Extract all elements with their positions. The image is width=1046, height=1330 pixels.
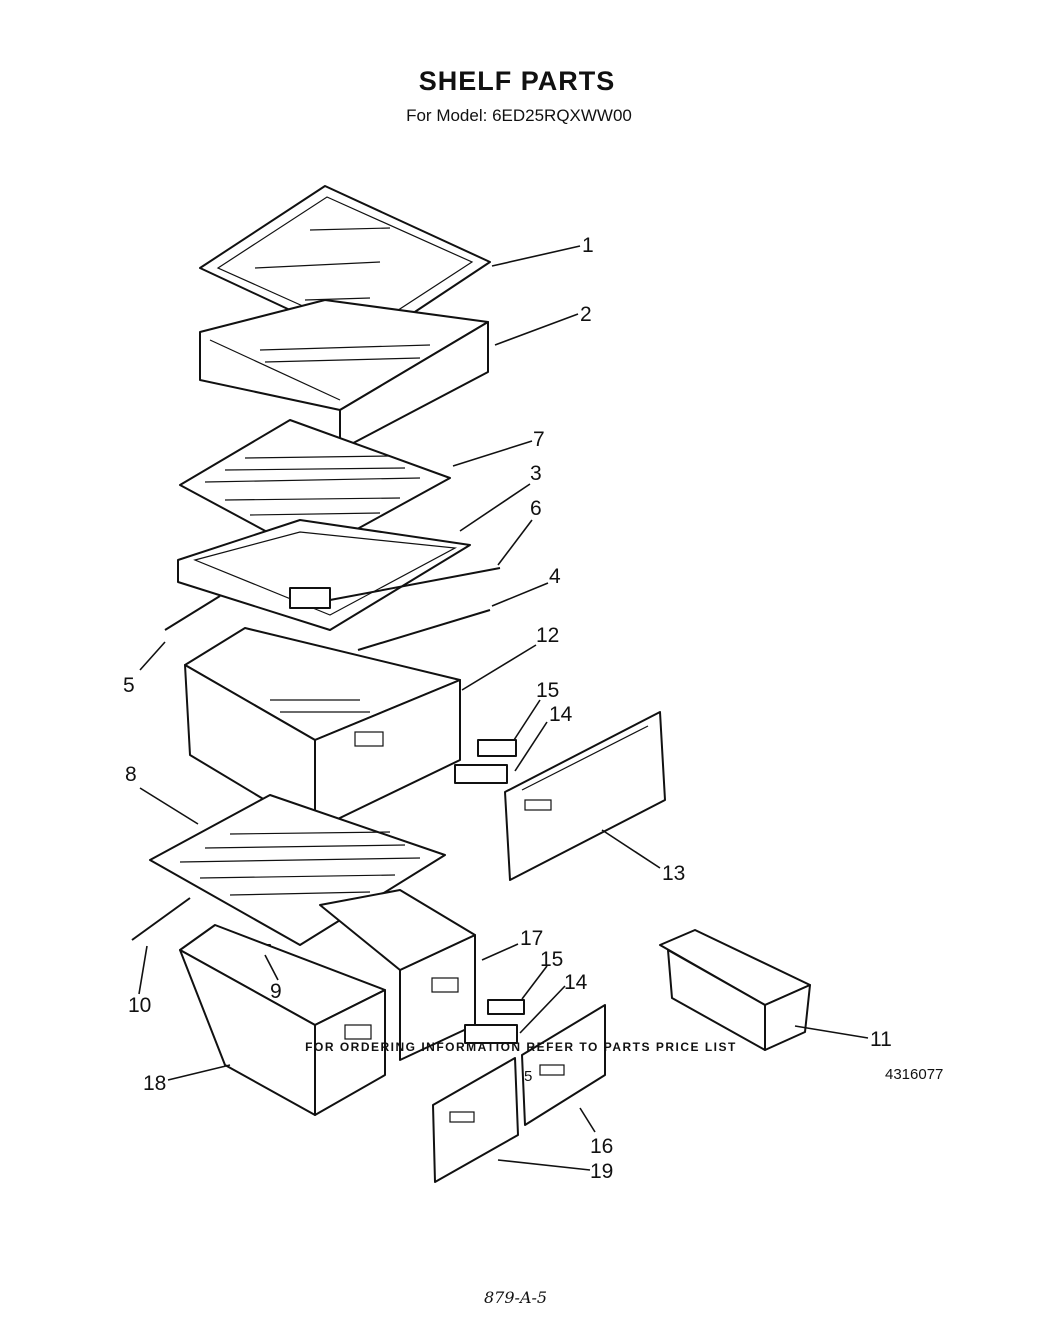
callout-7: 7 <box>533 428 545 451</box>
callout-18: 18 <box>143 1072 166 1095</box>
document-number: 4316077 <box>885 1066 944 1083</box>
page-number: 5 <box>524 1068 533 1085</box>
model-subtitle: For Model: 6ED25RQXWW00 <box>406 106 632 125</box>
callout-13: 13 <box>662 862 685 885</box>
part-crisper-cover <box>199 299 489 451</box>
callout-17: 17 <box>520 927 543 950</box>
handwritten-code: 879-A-5 <box>484 1288 548 1307</box>
part-dairy-bin <box>659 929 811 1051</box>
callout-2: 2 <box>580 303 592 326</box>
callout-8: 8 <box>125 763 137 786</box>
part-rail-6 <box>329 567 501 601</box>
callout-12: 12 <box>536 624 559 647</box>
callout-4: 4 <box>549 565 561 588</box>
part-bracket-15 <box>477 739 517 757</box>
callout-6: 6 <box>530 497 542 520</box>
callout-11: 11 <box>870 1028 892 1051</box>
part-crisper-right <box>319 889 476 1061</box>
part-rail-10 <box>131 897 191 941</box>
part-drawer-front <box>504 711 666 881</box>
callout-1: 1 <box>582 234 594 257</box>
ordering-note: FOR ORDERING INFORMATION REFER TO PARTS … <box>305 1040 737 1054</box>
part-rail-5 <box>164 595 221 631</box>
callout-9: 9 <box>270 980 282 1003</box>
page-title: SHELF PARTS <box>418 66 616 96</box>
part-crisper-front-19 <box>432 1057 519 1183</box>
callout-15b: 15 <box>540 948 563 971</box>
callout-15: 15 <box>536 679 559 702</box>
part-crisper-front-16 <box>521 1004 606 1126</box>
part-slide-14 <box>454 764 508 784</box>
part-shelf-frame <box>177 519 471 631</box>
callout-19: 19 <box>590 1160 613 1183</box>
leader-lines <box>138 245 869 1171</box>
callout-5: 5 <box>123 674 135 697</box>
part-meat-drawer <box>184 627 461 831</box>
callout-16: 16 <box>590 1135 613 1158</box>
callout-10: 10 <box>128 994 151 1017</box>
part-bracket-15b <box>487 999 525 1015</box>
part-crisper-left <box>179 924 386 1116</box>
callout-3: 3 <box>530 462 542 485</box>
part-rail-4 <box>357 609 491 651</box>
part-slide-14b <box>464 1024 518 1044</box>
callout-14: 14 <box>549 703 573 726</box>
callout-14b: 14 <box>564 971 588 994</box>
part-crisper-shelf <box>149 794 446 946</box>
